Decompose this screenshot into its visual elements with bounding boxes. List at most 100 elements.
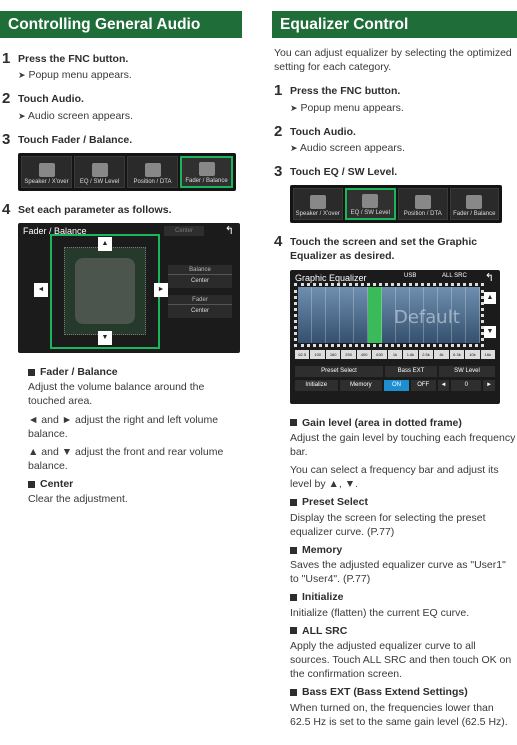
eq-bar[interactable]	[340, 286, 354, 343]
section-body: Apply the adjusted equalizer curve to al…	[290, 639, 512, 681]
memory-button[interactable]: Memory	[339, 379, 383, 391]
car-seats-icon	[75, 258, 135, 325]
preset-select-button[interactable]: Preset Select	[295, 365, 383, 377]
bullet-square-icon	[290, 498, 297, 506]
back-icon[interactable]: ↰	[224, 225, 234, 238]
right-arrow-button[interactable]: ►	[154, 283, 168, 298]
eq-bar[interactable]	[396, 286, 410, 343]
eq-bar[interactable]	[466, 286, 480, 343]
left-step-4: 4 Set each parameter as follows.	[0, 201, 242, 218]
menu-fader-balance[interactable]: Fader / Balance	[449, 188, 499, 221]
arrow-icon: ➤	[18, 110, 26, 121]
up-arrow-button[interactable]: ▲	[98, 237, 112, 252]
step-text: Touch	[18, 133, 52, 146]
down-arrow-button[interactable]: ▼	[98, 331, 112, 346]
bass-ext-on-button[interactable]: ON	[384, 379, 409, 391]
eq-bar[interactable]	[382, 286, 396, 343]
eq-bar[interactable]	[354, 286, 368, 343]
section-body: Adjust the volume balance around the tou…	[28, 381, 224, 473]
section-body: Adjust the gain level by touching each f…	[290, 431, 516, 491]
step-keyword: Fader / Balance	[51, 133, 130, 146]
step-keyword: Audio	[323, 125, 353, 138]
eq-icon	[362, 193, 379, 208]
menu-fader-balance[interactable]: Fader / Balance	[180, 155, 233, 188]
sw-level-label: SW Level	[439, 365, 495, 377]
section-heading: Bass EXT (Bass Extend Settings)	[290, 685, 517, 699]
step-text: Touch	[18, 93, 52, 106]
menu-speaker-xover[interactable]: Speaker / X'over	[21, 155, 72, 188]
section-heading: Memory	[290, 543, 517, 557]
left-arrow-button[interactable]: ◄	[34, 283, 48, 298]
section-heading: Preset Select	[290, 495, 517, 509]
menu-position-dta[interactable]: Position / DTA	[127, 155, 178, 188]
step-text: Press the	[18, 53, 69, 65]
step-text-end: .	[129, 133, 133, 146]
menu-speaker-xover[interactable]: Speaker / X'over	[293, 188, 343, 221]
gain-up-button[interactable]: ▲	[484, 291, 496, 304]
step-text: Press the	[290, 85, 341, 98]
left-step-1: 1 Press the FNC button. ➤ Popup menu app…	[0, 50, 242, 82]
menu-eq-sw-level[interactable]: EQ / SW Level	[344, 188, 396, 221]
step-result: ➤ Popup menu appears.	[18, 69, 132, 82]
eq-bar[interactable]	[326, 286, 340, 343]
right-step-4: 4 Touch the screen and set the Graphic E…	[272, 233, 517, 263]
section-header-equalizer: Equalizer Control	[272, 11, 517, 38]
step-keyword: EQ / SW Level	[323, 166, 395, 179]
right-column: Equalizer Control You can adjust equaliz…	[272, 0, 517, 733]
section-header-general-audio: Controlling General Audio	[0, 11, 242, 38]
initialize-button[interactable]: Initialize	[295, 379, 338, 391]
graphic-equalizer-screen: Graphic Equalizer USB ALL SRC ↰ Default …	[290, 269, 500, 404]
fader-icon	[466, 194, 483, 209]
dotted-gain-frame	[294, 282, 484, 347]
sw-level-down-icon[interactable]: ◄	[437, 379, 450, 391]
step-number: 1	[2, 50, 11, 67]
left-step-3: 3 Touch Fader / Balance.	[0, 130, 242, 148]
gain-down-button[interactable]: ▼	[484, 325, 496, 338]
step-result: ➤ Popup menu appears.	[290, 101, 404, 114]
speaker-icon	[38, 162, 55, 177]
step-number: 1	[274, 82, 283, 100]
screen-title: Graphic Equalizer	[295, 272, 367, 283]
bass-ext-label: Bass EXT	[385, 365, 437, 377]
sw-level-value: 0	[451, 379, 482, 391]
eq-bar-area[interactable]	[298, 286, 480, 343]
section-body: Clear the adjustment.	[28, 493, 128, 506]
step-number: 3	[2, 130, 11, 148]
section-body: Initialize (flatten) the current EQ curv…	[290, 606, 470, 619]
step-text-end: button.	[361, 85, 401, 98]
section-heading: Fader / Balance	[28, 365, 242, 379]
step-text: Touch	[290, 166, 324, 179]
eq-bar[interactable]	[298, 286, 312, 343]
speaker-icon	[309, 194, 326, 209]
all-src-button[interactable]: ALL SRC	[442, 272, 467, 279]
position-icon	[414, 194, 431, 209]
section-heading: ALL SRC	[290, 624, 517, 638]
bullet-square-icon	[290, 627, 297, 635]
arrow-icon: ➤	[18, 70, 26, 81]
menu-eq-sw-level[interactable]: EQ / SW Level	[74, 155, 125, 188]
step-result: ➤ Audio screen appears.	[290, 141, 405, 154]
eq-bar-selected[interactable]	[368, 286, 382, 343]
eq-bar[interactable]	[312, 286, 326, 343]
left-sections: Fader / Balance Adjust the volume balanc…	[28, 365, 242, 507]
back-icon[interactable]: ↰	[484, 271, 494, 284]
balance-grid[interactable]	[64, 247, 146, 336]
sw-level-up-icon[interactable]: ►	[483, 379, 495, 391]
eq-icon	[91, 162, 108, 177]
eq-bar[interactable]	[452, 286, 466, 343]
bullet-square-icon	[290, 419, 297, 427]
step-text-end: .	[81, 93, 84, 106]
eq-bar[interactable]	[424, 286, 438, 343]
section-heading: Gain level (area in dotted frame)	[290, 416, 517, 430]
eq-bar[interactable]	[438, 286, 452, 343]
center-button[interactable]: Center	[164, 226, 204, 237]
tab-usb[interactable]: USB	[404, 272, 417, 279]
menu-position-dta[interactable]: Position / DTA	[398, 188, 448, 221]
fader-balance-screen: Fader / Balance Center ↰ ▲ ▼ ◄ ► Balance…	[18, 223, 240, 354]
step-number: 3	[274, 163, 283, 181]
step-text: Touch the screen and set the Graphic Equ…	[290, 236, 478, 263]
bass-ext-off-button[interactable]: OFF	[410, 379, 436, 391]
right-step-3: 3 Touch EQ / SW Level.	[272, 163, 517, 181]
bullet-square-icon	[28, 480, 35, 488]
eq-bar[interactable]	[410, 286, 424, 343]
